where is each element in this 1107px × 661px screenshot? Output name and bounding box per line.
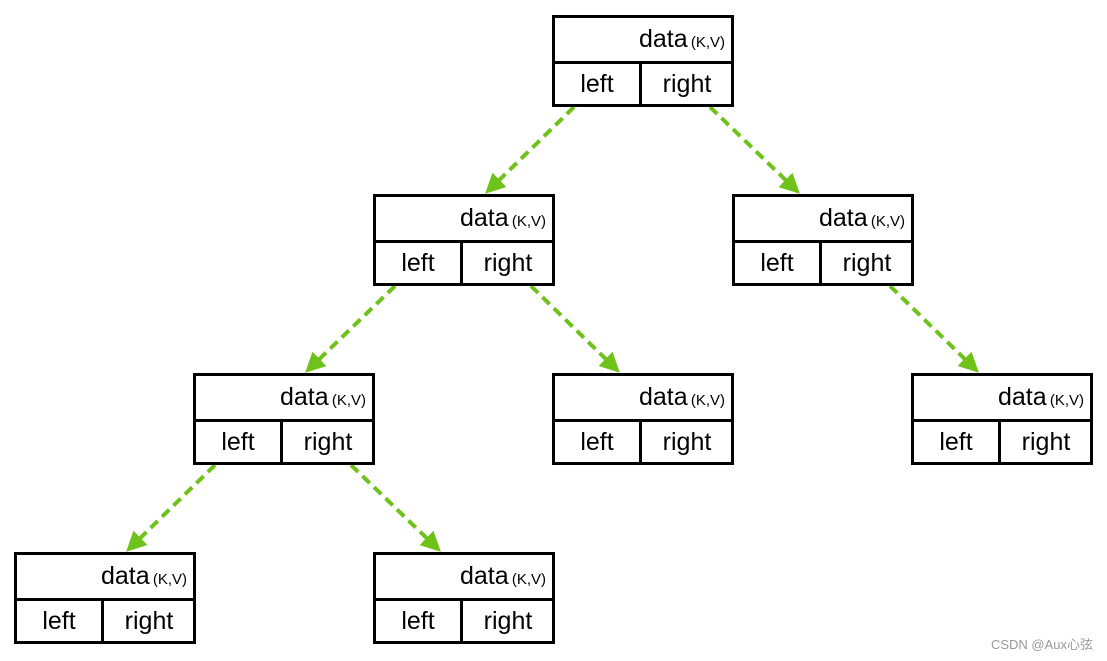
node-data-label: data (460, 204, 509, 232)
node-left-pointer: left (196, 422, 283, 462)
node-data-row: data(K,V) (376, 555, 552, 601)
edge-arrow-right (349, 463, 441, 552)
node-kv-label: (K,V) (511, 213, 546, 230)
node-right-pointer: right (1021, 428, 1071, 456)
node-data-label: data (101, 562, 150, 590)
node-data-row: data(K,V) (914, 376, 1090, 422)
watermark: CSDN @Aux心弦 (990, 637, 1093, 652)
node-data-row: data(K,V) (376, 197, 552, 243)
node-left-pointer: left (914, 422, 1001, 462)
node-right-pointer: right (483, 607, 533, 635)
node-data-label: data (460, 562, 509, 590)
edge-arrow-right (708, 105, 800, 194)
node-kv-label: (K,V) (331, 392, 366, 409)
node-pointer-row: left right (555, 64, 731, 104)
edge-arrow-right (529, 284, 620, 373)
node-kv-label: (K,V) (690, 392, 725, 409)
edge-arrow-left (305, 284, 397, 373)
node-left-pointer: left (376, 243, 463, 283)
node-left-pointer: left (735, 243, 822, 283)
node-left-pointer: left (555, 64, 642, 104)
node-right-pointer: right (662, 70, 712, 98)
node-data-label: data (819, 204, 868, 232)
node-kv-label: (K,V) (1049, 392, 1084, 409)
node-left-pointer: left (17, 601, 104, 641)
node-pointer-row: left right (17, 601, 193, 641)
node-data-label: data (280, 383, 329, 411)
node-data-row: data(K,V) (17, 555, 193, 601)
node-data-row: data(K,V) (196, 376, 372, 422)
node-pointer-row: left right (196, 422, 372, 462)
node-data-label: data (639, 25, 688, 53)
node-kv-label: (K,V) (511, 571, 546, 588)
node-data-row: data(K,V) (735, 197, 911, 243)
node-left-pointer: left (376, 601, 463, 641)
node-pointer-row: left right (376, 243, 552, 283)
node-pointer-row: left right (376, 601, 552, 641)
edge-arrow-right (888, 284, 979, 373)
node-left-pointer: left (555, 422, 642, 462)
node-kv-label: (K,V) (870, 213, 905, 230)
node-kv-label: (K,V) (690, 34, 725, 51)
node-right-pointer: right (483, 249, 533, 277)
node-right-pointer: right (842, 249, 892, 277)
node-pointer-row: left right (914, 422, 1090, 462)
node-right-pointer: right (124, 607, 174, 635)
node-data-row: data(K,V) (555, 376, 731, 422)
node-data-label: data (998, 383, 1047, 411)
edge-arrow-left (485, 105, 576, 194)
node-data-row: data(K,V) (555, 18, 731, 64)
node-right-pointer: right (662, 428, 712, 456)
node-right-pointer: right (303, 428, 353, 456)
node-pointer-row: left right (735, 243, 911, 283)
node-data-label: data (639, 383, 688, 411)
node-kv-label: (K,V) (152, 571, 187, 588)
edge-arrow-left (126, 463, 217, 552)
node-pointer-row: left right (555, 422, 731, 462)
